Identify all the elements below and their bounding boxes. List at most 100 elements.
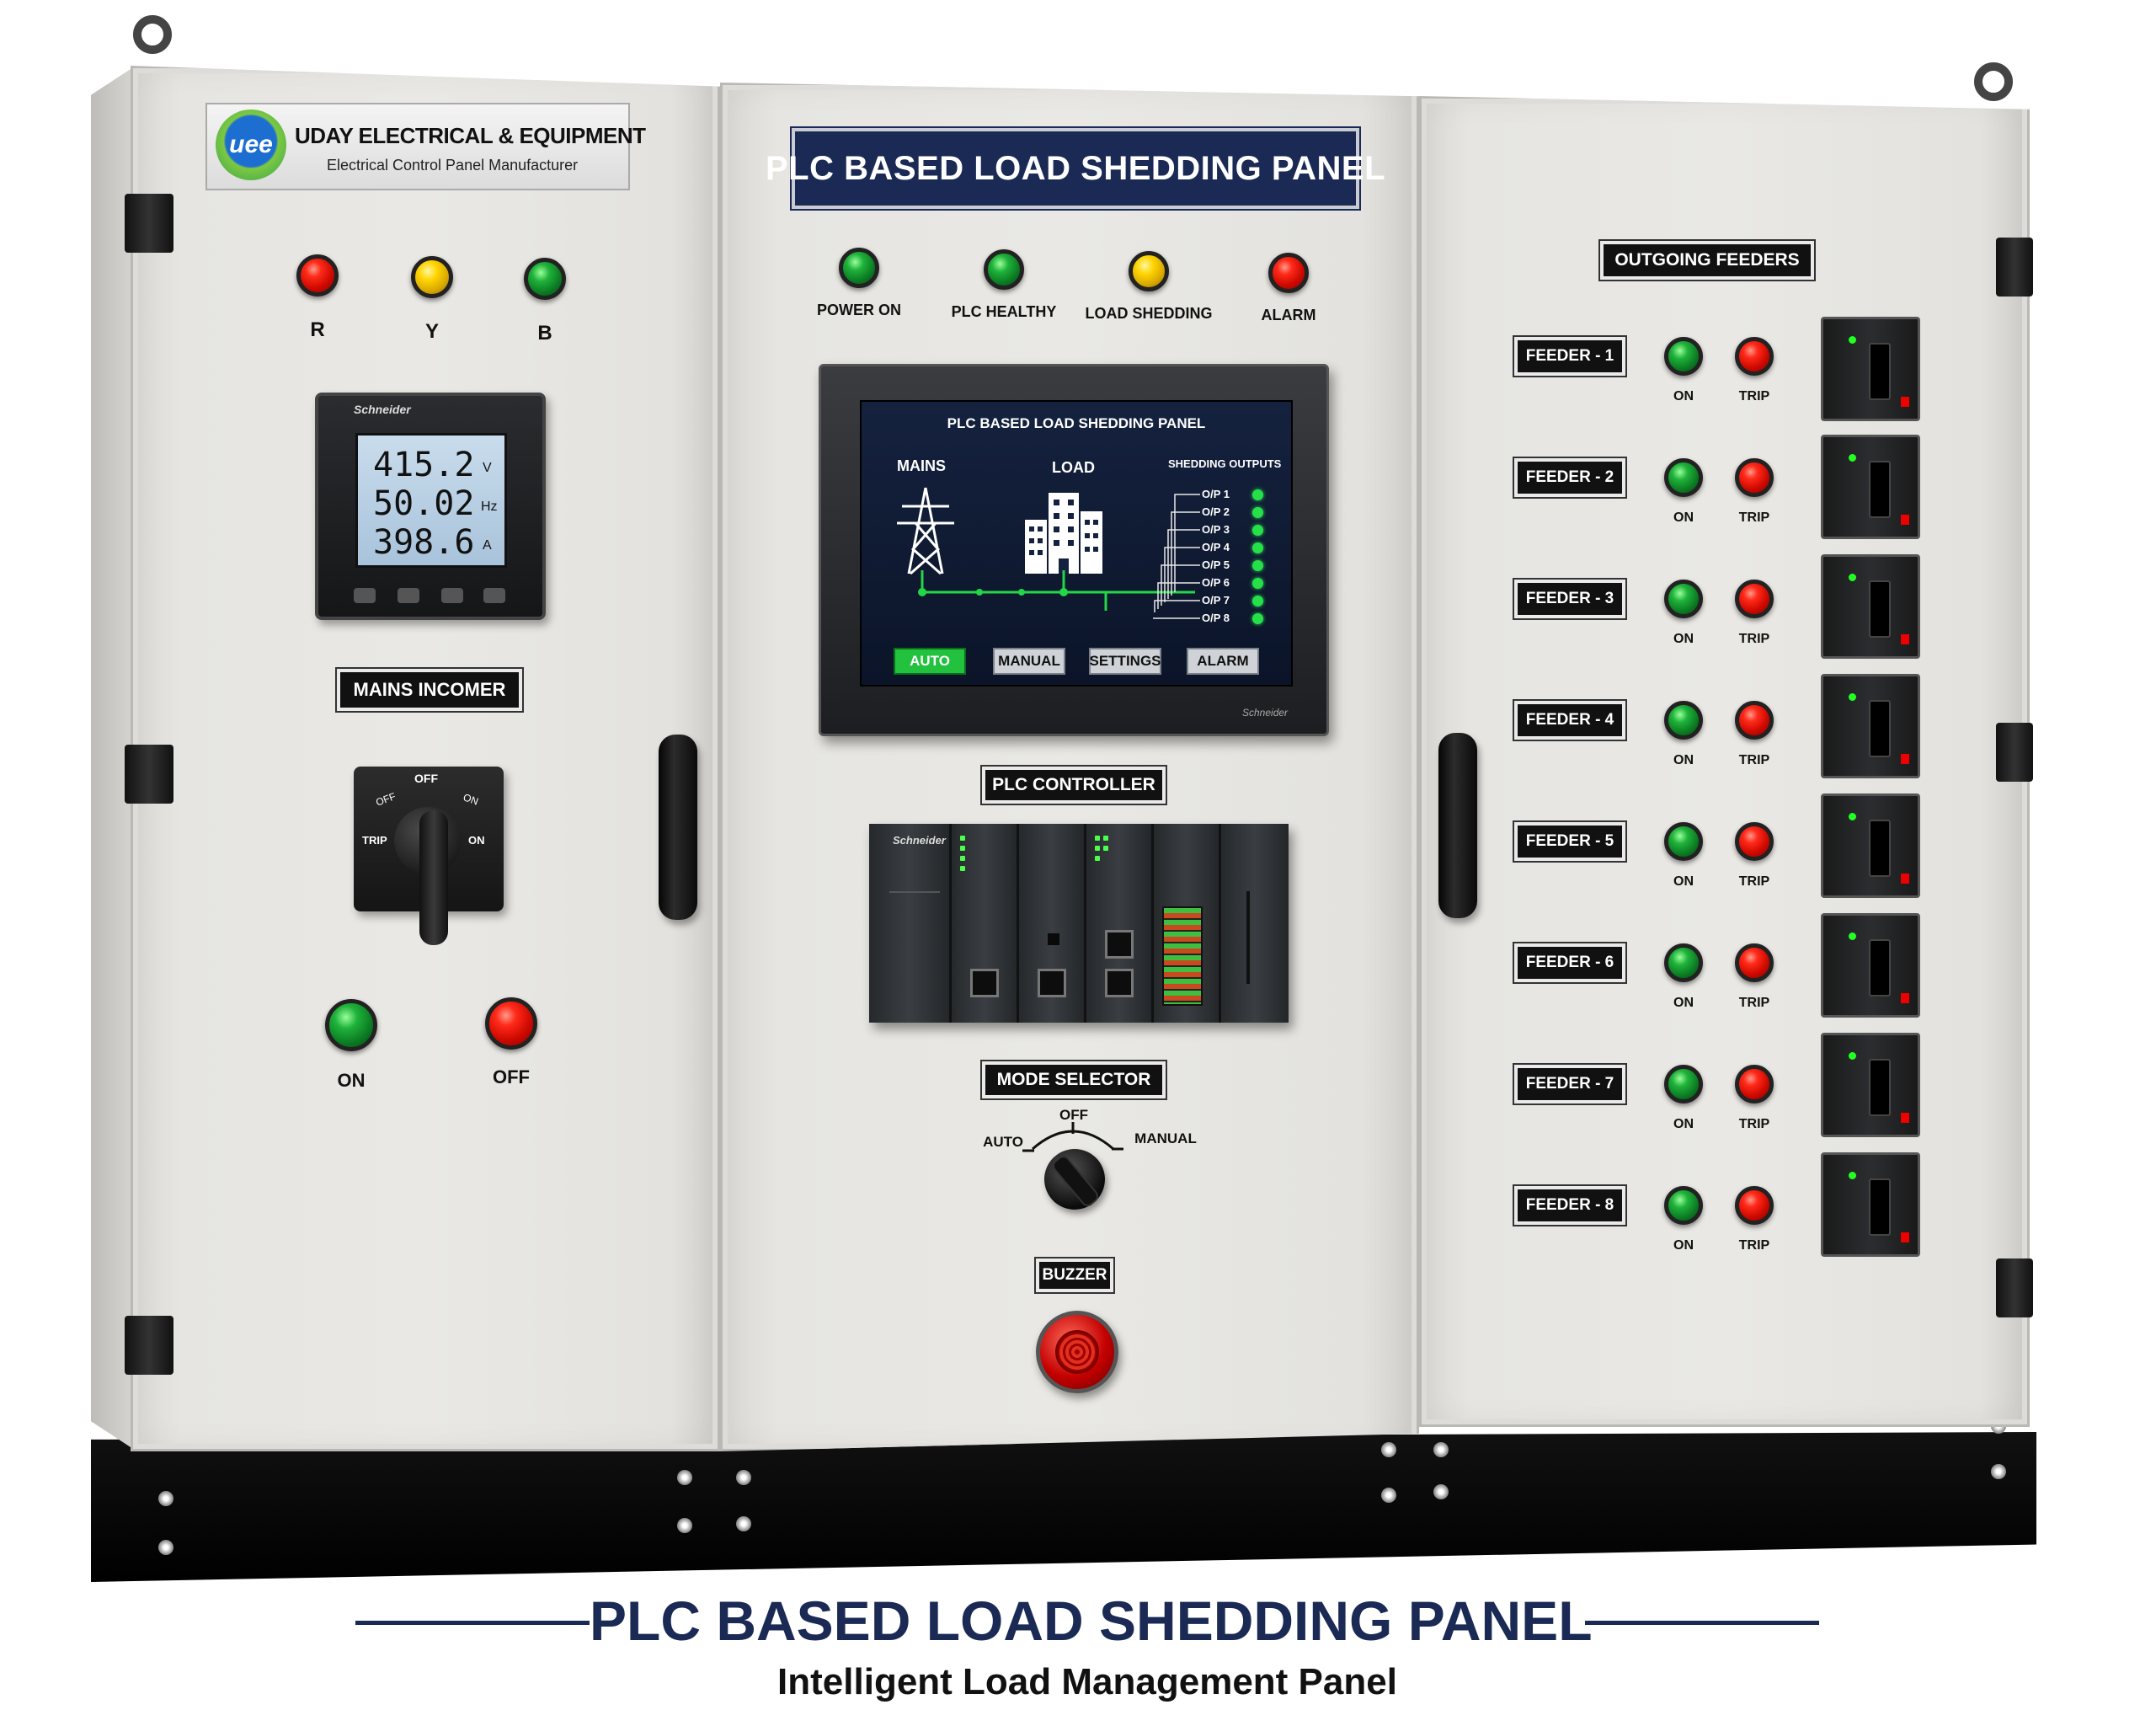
feeder-6-mccb[interactable] xyxy=(1821,913,1920,1018)
hmi-output-5: O/P 5 xyxy=(1202,558,1230,571)
feeder-2-tag: FEEDER - 2 xyxy=(1514,458,1625,497)
isolator-lever[interactable] xyxy=(419,810,448,945)
company-tagline: Electrical Control Panel Manufacturer xyxy=(327,157,579,174)
meter-key[interactable] xyxy=(398,588,419,603)
caption-subtitle: Intelligent Load Management Panel xyxy=(777,1661,1397,1702)
feeder-8-on-lamp[interactable] xyxy=(1664,1186,1703,1225)
company-name: UDAY ELECTRICAL & EQUIPMENT xyxy=(295,123,646,148)
plc-ethernet-port[interactable] xyxy=(1038,969,1066,997)
plc-module-2 xyxy=(952,824,1019,1023)
feeder-5-trip-lamp[interactable] xyxy=(1735,822,1774,861)
hmi-button-alarm[interactable]: ALARM xyxy=(1187,648,1259,675)
isolator-label-top-left: OFF xyxy=(374,790,398,809)
hmi-button-manual[interactable]: MANUAL xyxy=(993,648,1065,675)
incomer-off-lamp[interactable] xyxy=(485,997,537,1050)
door-right[interactable] xyxy=(1419,96,2030,1427)
feeder-7-trip-lamp[interactable] xyxy=(1735,1065,1774,1103)
feeder-8-on-label: ON xyxy=(1673,1238,1694,1253)
feeder-1-tag: FEEDER - 1 xyxy=(1514,337,1625,376)
caption-rule-right xyxy=(1585,1621,1819,1625)
hmi-button-settings[interactable]: SETTINGS xyxy=(1089,648,1161,675)
feeder-3-on-lamp[interactable] xyxy=(1664,580,1703,618)
feeder-8-trip-lamp[interactable] xyxy=(1735,1186,1774,1225)
door-handle-right[interactable] xyxy=(1438,733,1477,918)
plc-ethernet-port[interactable] xyxy=(970,969,999,997)
feeder-8-mccb[interactable] xyxy=(1821,1152,1920,1257)
feeder-4-on-lamp[interactable] xyxy=(1664,701,1703,740)
isolator-label-left: TRIP xyxy=(362,834,387,847)
feeder-6-trip-lamp[interactable] xyxy=(1735,943,1774,982)
plc-terminal-block xyxy=(1162,906,1203,1006)
hmi-output-1: O/P 1 xyxy=(1202,488,1230,500)
plc-cpu-module: Schneider xyxy=(869,824,952,1023)
plc-ethernet-port[interactable] xyxy=(1105,969,1134,997)
feeder-5-mccb[interactable] xyxy=(1821,794,1920,898)
hinge xyxy=(1996,1258,2033,1317)
lifting-eye-right xyxy=(1974,62,2013,101)
plc-ethernet-port[interactable] xyxy=(1105,930,1134,959)
panel-title-text: PLC BASED LOAD SHEDDING PANEL xyxy=(765,149,1386,187)
feeder-1-trip-lamp[interactable] xyxy=(1735,337,1774,376)
mode-selector-knob[interactable] xyxy=(1044,1149,1105,1210)
meter-key[interactable] xyxy=(483,588,505,603)
mode-label-off: OFF xyxy=(1059,1107,1088,1123)
door-handle-left[interactable] xyxy=(659,735,697,920)
meter-voltage-unit: V xyxy=(483,461,492,475)
plc-io-module xyxy=(1154,824,1221,1023)
plinth-screw xyxy=(677,1470,692,1485)
status-lamp-plc-healthy xyxy=(984,249,1024,290)
mode-selector-scale xyxy=(1022,1122,1123,1152)
plinth-screw xyxy=(1381,1442,1396,1457)
hmi-output-led-5 xyxy=(1252,560,1263,571)
plc-module-4 xyxy=(1086,824,1154,1023)
isolator-label-right: ON xyxy=(468,834,485,847)
outgoing-feeders-tag: OUTGOING FEEDERS xyxy=(1600,241,1814,280)
isolator-label-top: OFF xyxy=(414,772,438,785)
feeder-5-on-lamp[interactable] xyxy=(1664,822,1703,861)
hmi-bezel: PLC BASED LOAD SHEDDING PANEL MAINS LOAD… xyxy=(819,364,1329,736)
feeder-6-on-lamp[interactable] xyxy=(1664,943,1703,982)
mode-label-auto: AUTO xyxy=(983,1134,1023,1150)
status-lamp-alarm xyxy=(1268,253,1309,293)
meter-key[interactable] xyxy=(354,588,376,603)
hinge xyxy=(1996,723,2033,782)
hmi-output-4: O/P 4 xyxy=(1202,541,1230,553)
feeder-2-trip-lamp[interactable] xyxy=(1735,458,1774,497)
incomer-on-lamp[interactable] xyxy=(325,999,377,1051)
feeder-2-on-lamp[interactable] xyxy=(1664,458,1703,497)
meter-key[interactable] xyxy=(441,588,463,603)
feeder-7-on-lamp[interactable] xyxy=(1664,1065,1703,1103)
building-icon xyxy=(1025,493,1102,574)
feeder-1-on-lamp[interactable] xyxy=(1664,337,1703,376)
hmi-title: PLC BASED LOAD SHEDDING PANEL xyxy=(947,415,1206,431)
caption-rule-left xyxy=(355,1621,590,1625)
phase-label-y: Y xyxy=(424,320,439,343)
feeder-3-mccb[interactable] xyxy=(1821,554,1920,659)
feeder-1-trip-label: TRIP xyxy=(1738,389,1770,403)
plc-rack: Schneider xyxy=(869,824,1289,1023)
feeder-7-mccb[interactable] xyxy=(1821,1033,1920,1137)
feeder-1-mccb[interactable] xyxy=(1821,317,1920,421)
hmi-output-2: O/P 2 xyxy=(1202,505,1230,518)
alarm-buzzer xyxy=(1036,1311,1118,1393)
feeder-2-on-label: ON xyxy=(1673,510,1694,525)
feeder-4-mccb[interactable] xyxy=(1821,674,1920,778)
feeder-2-mccb[interactable] xyxy=(1821,435,1920,539)
feeder-5-trip-label: TRIP xyxy=(1738,874,1770,889)
feeder-5-on-label: ON xyxy=(1673,874,1694,889)
feeder-6-trip-label: TRIP xyxy=(1738,996,1770,1010)
phase-lamp-y xyxy=(411,256,453,298)
feeder-4-on-label: ON xyxy=(1673,753,1694,767)
company-nameplate: uee UDAY ELECTRICAL & EQUIPMENT Electric… xyxy=(205,103,646,190)
incomer-on-label: ON xyxy=(337,1070,366,1091)
plinth-screw xyxy=(1991,1464,2006,1479)
plinth-screw xyxy=(677,1518,692,1533)
meter-current: 398.6 xyxy=(373,523,475,562)
hmi-output-7: O/P 7 xyxy=(1202,594,1230,607)
feeder-3-trip-lamp[interactable] xyxy=(1735,580,1774,618)
hmi-screen[interactable]: PLC BASED LOAD SHEDDING PANEL MAINS LOAD… xyxy=(860,400,1293,687)
mains-rotary-isolator[interactable]: OFF OFF ON TRIP ON xyxy=(354,767,504,945)
hmi-button-auto[interactable]: AUTO xyxy=(894,648,966,675)
hmi-brand: Schneider xyxy=(1242,707,1289,719)
feeder-4-trip-lamp[interactable] xyxy=(1735,701,1774,740)
